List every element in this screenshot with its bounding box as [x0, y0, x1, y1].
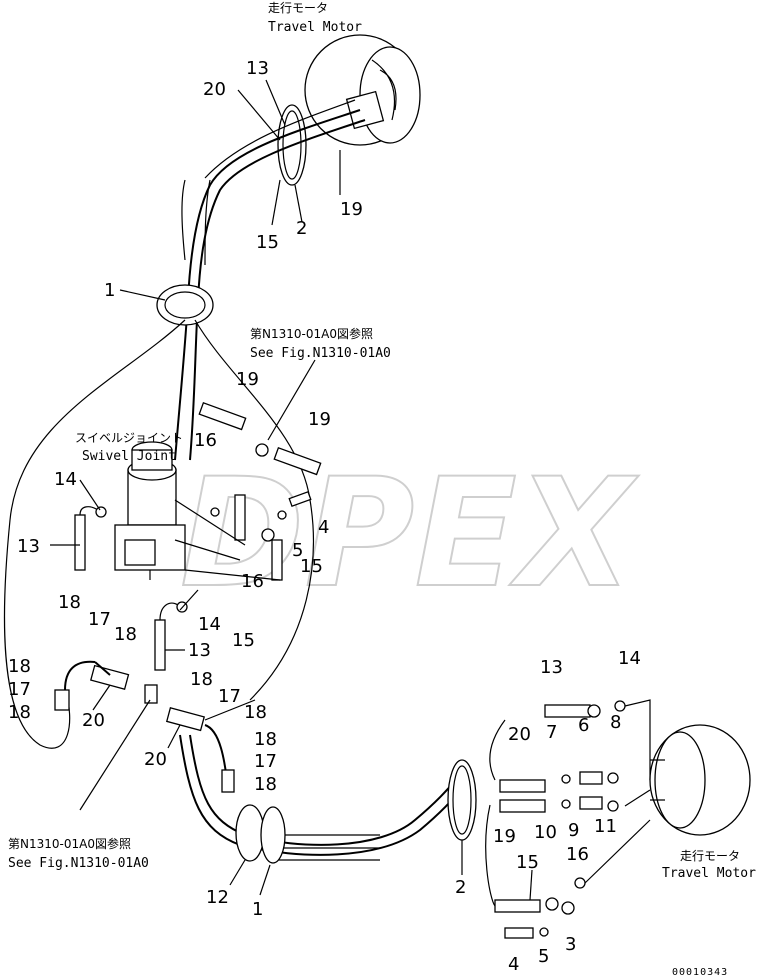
callout-label: 20: [82, 710, 105, 731]
caption-swivel-en: Swivel Joint: [82, 449, 176, 464]
callout-label: 5: [538, 946, 549, 967]
callout-label: 16: [566, 844, 589, 865]
callout-label: 14: [618, 648, 641, 669]
callout-label: 13: [17, 536, 40, 557]
callout-label: 15: [516, 852, 539, 873]
caption-ref-top-en: See Fig.N1310-01A0: [250, 346, 391, 361]
callout-label: 5: [292, 540, 303, 561]
fittings-lower-center: [165, 707, 235, 793]
leader-lines: [50, 79, 533, 901]
callout-label: 8: [610, 712, 621, 733]
callout-label: 6: [578, 715, 589, 736]
hose-left-loop: [3, 319, 186, 749]
callout-label: 18: [8, 656, 31, 677]
callout-label: 1: [252, 899, 263, 920]
callout-label: 4: [318, 517, 329, 538]
swivel-joint: [114, 441, 186, 580]
caption-swivel-jp: スイベルジョイント: [75, 431, 183, 445]
callout-label: 18: [114, 624, 137, 645]
callout-label: 19: [340, 199, 363, 220]
callout-label: 16: [194, 430, 217, 451]
callout-label: 17: [254, 751, 277, 772]
callout-label: 14: [54, 469, 77, 490]
callout-label: 1: [104, 280, 115, 301]
caption-motor-bottom-jp: 走行モータ: [680, 849, 740, 863]
caption-ref-bottom-jp: 第N1310-01A0図参照: [8, 836, 131, 851]
callout-label: 19: [236, 369, 259, 390]
callout-label: 18: [58, 592, 81, 613]
fittings-left: [74, 506, 188, 704]
callout-label: 3: [565, 934, 576, 955]
callout-label: 7: [546, 722, 557, 743]
hoses-lower: [179, 734, 471, 861]
travel-motor-bottom: [649, 724, 751, 836]
caption-motor-bottom-en: Travel Motor: [662, 866, 756, 881]
clamp-2-bottom: [447, 759, 477, 841]
callout-label: 18: [254, 774, 277, 795]
callout-label: 10: [534, 822, 557, 843]
clamp-1-bottom: [260, 806, 286, 864]
callout-label: 20: [508, 724, 531, 745]
fittings-lower-right: [485, 699, 651, 939]
callout-label: 4: [508, 954, 519, 975]
callout-label: 13: [188, 640, 211, 661]
callout-label: 17: [8, 679, 31, 700]
callout-label: 2: [455, 877, 466, 898]
caption-ref-top-jp: 第N1310-01A0図参照: [250, 326, 373, 341]
caption-motor-top-en: Travel Motor: [268, 20, 362, 35]
caption-motor-top-jp: 走行モータ: [268, 1, 328, 15]
fittings-center: [174, 402, 322, 581]
travel-motor-top: [304, 34, 421, 146]
callout-label: 18: [8, 702, 31, 723]
callout-label: 15: [256, 232, 279, 253]
callout-label: 16: [241, 571, 264, 592]
callout-label: 11: [594, 816, 617, 837]
callout-label: 2: [296, 218, 307, 239]
callout-label: 14: [198, 614, 221, 635]
fittings-lower-left: [54, 660, 130, 711]
callout-label: 18: [254, 729, 277, 750]
clamp-12: [235, 804, 265, 862]
caption-ref-bottom-en: See Fig.N1310-01A0: [8, 856, 149, 871]
callout-label: 17: [88, 609, 111, 630]
clamp-1-top: [156, 284, 214, 326]
callout-label: 20: [144, 749, 167, 770]
callout-label: 20: [203, 79, 226, 100]
callout-label: 13: [540, 657, 563, 678]
callout-label: 13: [246, 58, 269, 79]
watermark: DPEX: [180, 447, 639, 621]
callout-label: 15: [300, 556, 323, 577]
drawing-code: 00010343: [672, 967, 728, 978]
callout-label: 15: [232, 630, 255, 651]
callout-label: 9: [568, 820, 579, 841]
callout-label: 19: [493, 826, 516, 847]
callout-label: 18: [190, 669, 213, 690]
callout-label: 18: [244, 702, 267, 723]
callout-label: 17: [218, 686, 241, 707]
callout-label: 19: [308, 409, 331, 430]
callout-label: 12: [206, 887, 229, 908]
